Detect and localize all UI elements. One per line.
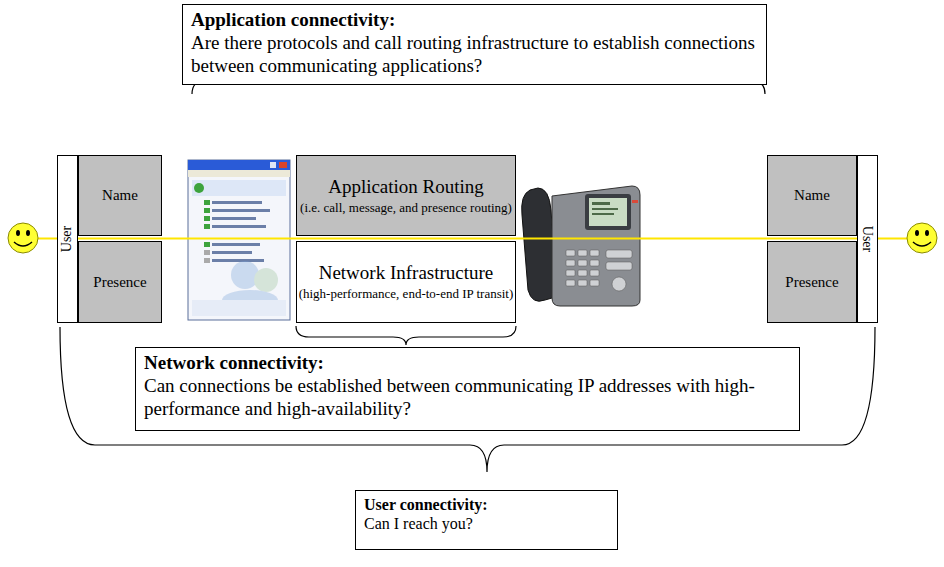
callout-box: User connectivity:Can I reach you? — [355, 490, 618, 550]
callout-heading: User connectivity: — [364, 495, 609, 514]
user-smiley — [8, 223, 38, 253]
box-label: Application Routing — [328, 176, 484, 198]
box-label: User — [60, 226, 76, 252]
callout-box: Application connectivity:Are there proto… — [182, 4, 767, 85]
callout-body: Can I reach you? — [364, 514, 609, 533]
user-label-box: User — [857, 155, 878, 323]
application-routing-box: Application Routing (i.e. call, message, … — [296, 155, 516, 236]
box-label: (high-performance, end-to-end IP transit… — [299, 286, 514, 302]
callout-body: Are there protocols and call routing inf… — [191, 32, 758, 78]
name-box: Name — [78, 155, 162, 236]
name-box: Name — [767, 155, 857, 236]
callout-box: Network connectivity:Can connections be … — [135, 347, 800, 431]
presence-box: Presence — [767, 241, 857, 323]
callout-heading: Network connectivity: — [144, 352, 791, 375]
user-smiley — [907, 223, 937, 253]
box-label: Presence — [785, 274, 838, 291]
connection-line — [38, 237, 908, 239]
ip-phone — [522, 186, 640, 306]
network-infrastructure-box: Network Infrastructure (high-performance,… — [296, 241, 516, 323]
box-label: Name — [102, 187, 138, 204]
callout-body: Can connections be established between c… — [144, 375, 791, 421]
messenger-screenshot — [188, 160, 290, 320]
box-label: Name — [794, 187, 830, 204]
box-label: Network Infrastructure — [319, 262, 494, 284]
brace — [60, 327, 875, 472]
box-label: Presence — [93, 274, 146, 291]
box-label: (i.e. call, message, and presence routin… — [300, 200, 512, 216]
box-label: User — [860, 226, 876, 252]
presence-box: Presence — [78, 241, 162, 323]
brace — [296, 326, 516, 345]
callout-heading: Application connectivity: — [191, 9, 758, 32]
user-label-box: User — [57, 155, 78, 323]
